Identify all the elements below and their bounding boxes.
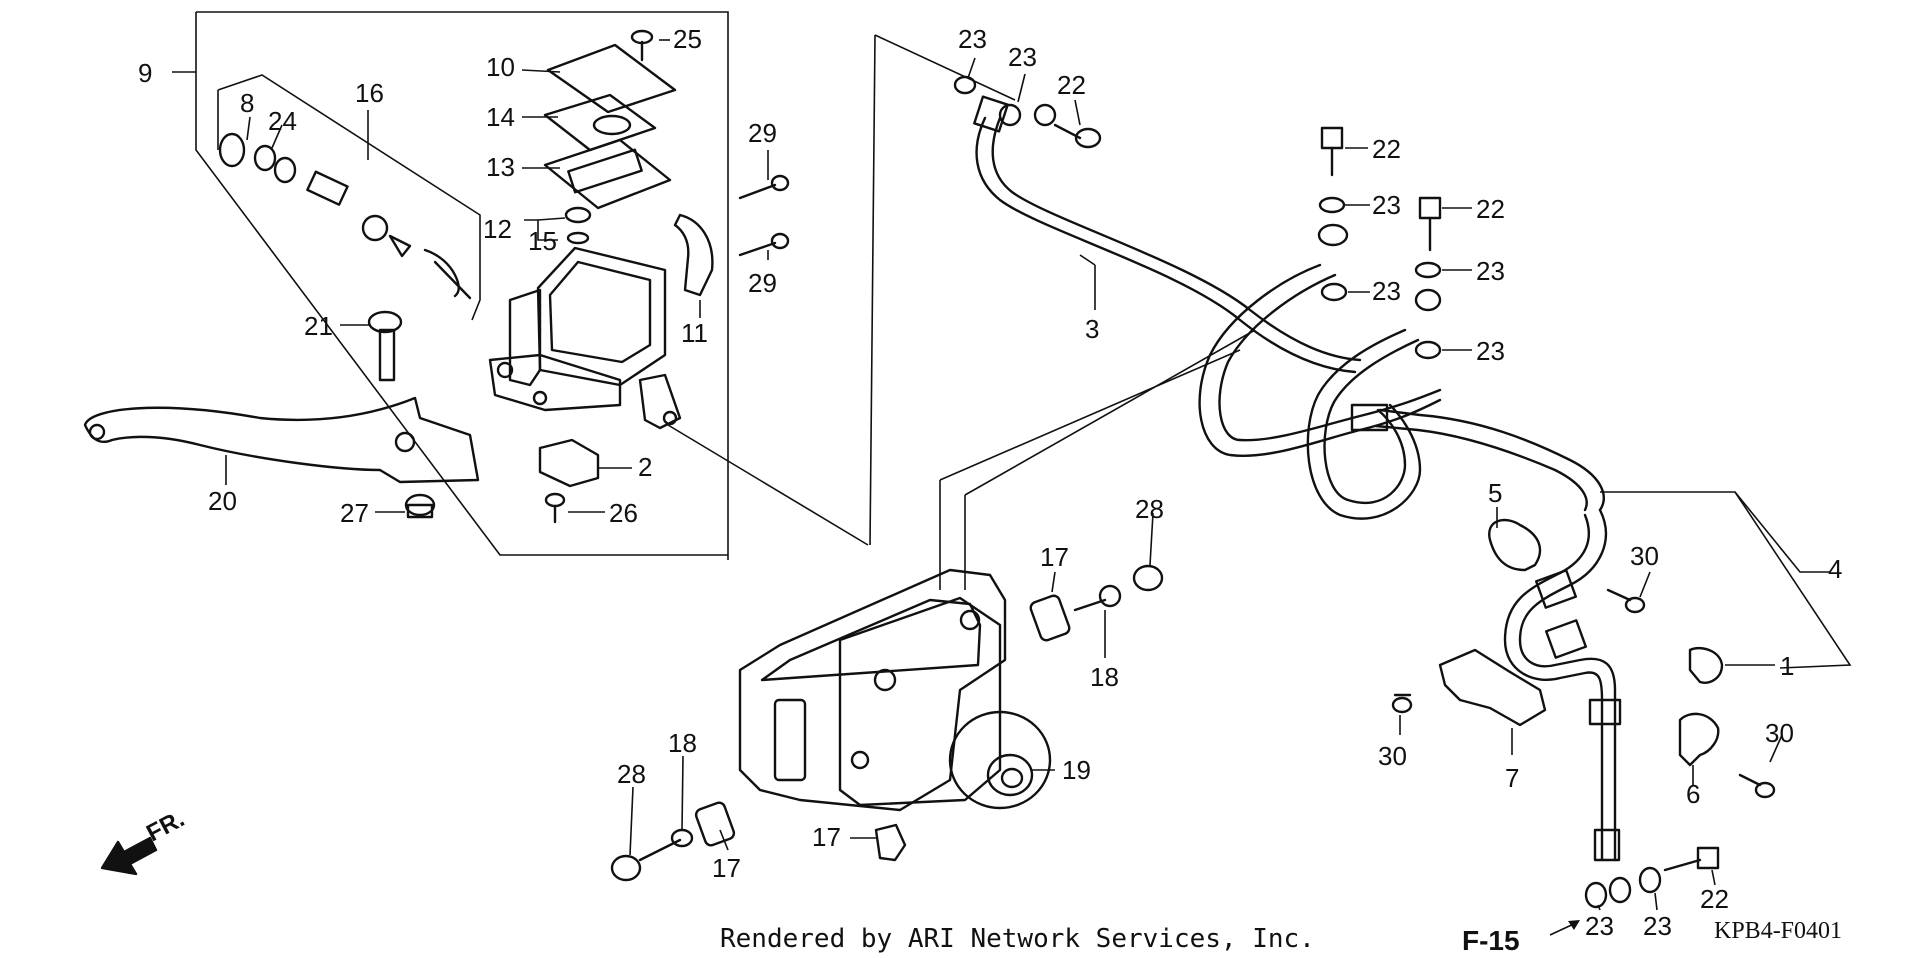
callout-22-mid-a: 22 — [1372, 134, 1401, 164]
callout-23-bottom-a: 23 — [1585, 911, 1614, 941]
callout-13: 13 — [486, 152, 515, 182]
callout-22-top: 22 — [1057, 70, 1086, 100]
banjo-bolts — [953, 75, 1720, 909]
callout-28-a: 28 — [1135, 494, 1164, 524]
diaphragm — [564, 206, 592, 245]
brake-light-switch — [538, 438, 600, 524]
callout-2: 2 — [638, 452, 652, 482]
diagram-code: KPB4-F0401 — [1714, 918, 1842, 944]
callout-10: 10 — [486, 52, 515, 82]
callout-26: 26 — [609, 498, 638, 528]
callout-23-bottom-b: 23 — [1643, 911, 1672, 941]
callout-20: 20 — [208, 486, 237, 516]
callout-7: 7 — [1505, 763, 1519, 793]
callout-30-b: 30 — [1378, 741, 1407, 771]
callout-3: 3 — [1085, 314, 1099, 344]
modulator-mounts — [610, 564, 1164, 882]
callout-25: 25 — [673, 24, 702, 54]
callout-8: 8 — [240, 88, 254, 118]
clamp-bolts — [738, 174, 790, 257]
callout-14: 14 — [486, 102, 515, 132]
abs-modulator — [738, 568, 1052, 812]
front-direction-arrow: FR. — [100, 805, 189, 876]
callout-18-a: 18 — [1090, 662, 1119, 692]
callout-27: 27 — [340, 498, 369, 528]
callout-28-b: 28 — [617, 759, 646, 789]
callout-23-mid-b: 23 — [1372, 276, 1401, 306]
callout-23-mid-c: 23 — [1476, 256, 1505, 286]
callout-15: 15 — [528, 226, 557, 256]
callout-22-bottom: 22 — [1700, 884, 1729, 914]
brake-lever — [83, 396, 480, 484]
callout-29b: 29 — [748, 268, 777, 298]
hose-clamps — [1391, 518, 1776, 799]
callout-5: 5 — [1488, 478, 1502, 508]
callout-17-b: 17 — [712, 853, 741, 883]
brake-pipes — [1198, 263, 1605, 520]
brake-hose-4 — [1503, 508, 1622, 862]
rendered-by-text: Rendered by ARI Network Services, Inc. — [720, 924, 1315, 954]
master-cylinder-body — [488, 246, 682, 430]
callout-23-mid-d: 23 — [1476, 336, 1505, 366]
pivot-bolt — [367, 310, 403, 382]
page-reference: F-15 — [1462, 925, 1520, 956]
callout-19: 19 — [1062, 755, 1091, 785]
callout-11: 11 — [681, 318, 708, 348]
callout-17-a: 17 — [1040, 542, 1069, 572]
callout-23-top-a: 23 — [958, 24, 987, 54]
cap-screw — [630, 29, 654, 62]
callout-9: 9 — [138, 58, 152, 88]
callout-4: 4 — [1828, 554, 1842, 584]
brake-hose-3 — [973, 95, 1362, 374]
callout-16: 16 — [355, 78, 384, 108]
callout-labels: 9 8 24 16 10 14 13 12 15 25 29 29 11 21 … — [138, 24, 1842, 941]
callout-29a: 29 — [748, 118, 777, 148]
callout-30-c: 30 — [1765, 718, 1794, 748]
handlebar-clamp — [673, 213, 714, 297]
callout-23-mid-a: 23 — [1372, 190, 1401, 220]
callout-23-top-b: 23 — [1008, 42, 1037, 72]
callout-6: 6 — [1686, 779, 1700, 809]
reservoir-cap — [543, 43, 677, 210]
callout-24: 24 — [268, 106, 297, 136]
callout-22-mid-b: 22 — [1476, 194, 1505, 224]
callout-17-c: 17 — [812, 822, 841, 852]
group-outlines — [195, 11, 1852, 669]
leader-lines — [172, 39, 1783, 911]
piston-kit — [218, 132, 472, 300]
callout-21: 21 — [304, 311, 333, 341]
lever-nut — [404, 493, 436, 519]
callout-18-b: 18 — [668, 728, 697, 758]
callout-1: 1 — [1780, 651, 1794, 681]
callout-30-a: 30 — [1630, 541, 1659, 571]
footer: Rendered by ARI Network Services, Inc. F… — [720, 918, 1842, 956]
callout-12: 12 — [483, 214, 512, 244]
